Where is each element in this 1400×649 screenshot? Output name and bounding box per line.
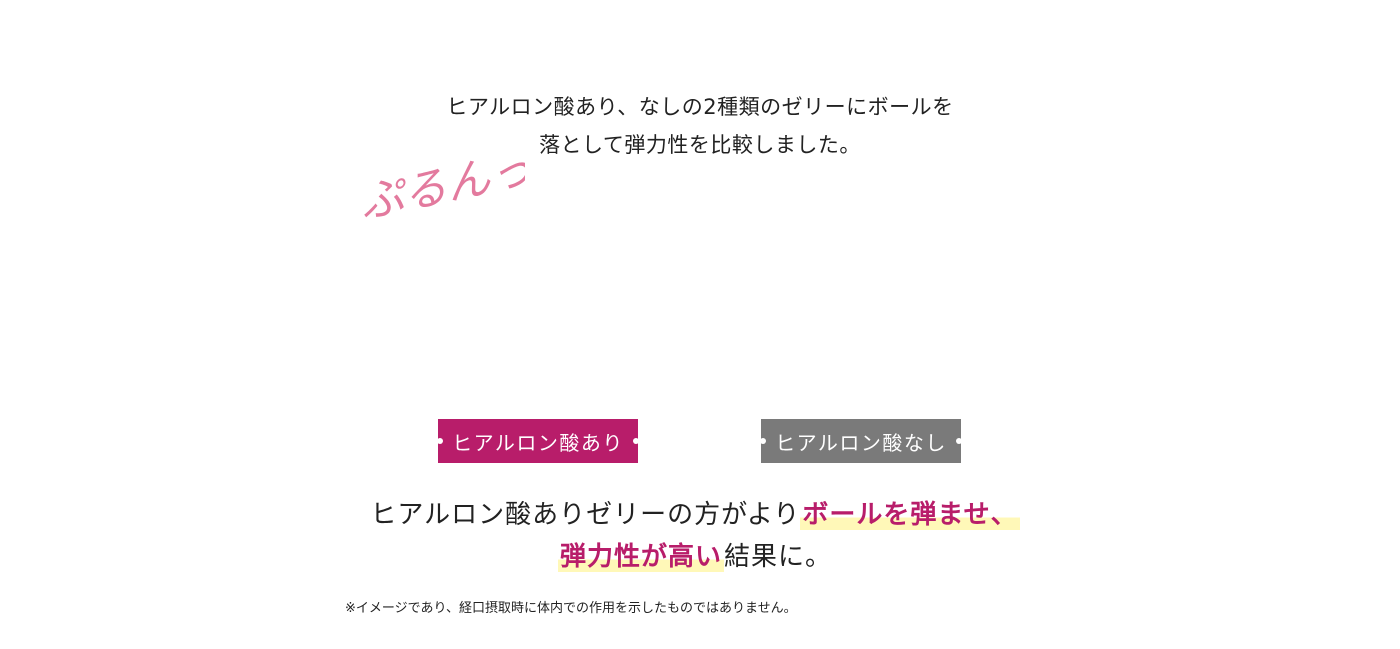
result-line-2-plain: 結果に。 bbox=[724, 542, 833, 572]
puru-onomatopoeia: ぷるんっ bbox=[355, 150, 525, 229]
intro-text: ヒアルロン酸あり、なしの2種類のゼリーにボールを 落として弾力性を比較しました。 bbox=[350, 88, 1050, 164]
label-with-text: ヒアルロン酸あり bbox=[452, 430, 624, 455]
label-dot-left bbox=[437, 438, 443, 444]
onomatopoeia-text: ぷるんっ bbox=[355, 150, 525, 229]
result-line-2: 弾力性が高い結果に。 bbox=[300, 536, 1090, 578]
label-without-text: ヒアルロン酸なし bbox=[775, 430, 947, 455]
disclaimer-note: ※イメージであり、経口摂取時に体内での作用を示したものではありません。 bbox=[345, 601, 797, 616]
label-dot-right bbox=[633, 438, 639, 444]
label-with-hyaluronic: ヒアルロン酸あり bbox=[437, 419, 639, 463]
intro-line-1: ヒアルロン酸あり、なしの2種類のゼリーにボールを bbox=[446, 95, 954, 119]
result-line-1: ヒアルロン酸ありゼリーの方がよりボールを弾ませ、 bbox=[300, 494, 1090, 536]
result-text: ヒアルロン酸ありゼリーの方がよりボールを弾ませ、 弾力性が高い結果に。 bbox=[300, 494, 1090, 578]
result-line-1-highlight: ボールを弾ませ、 bbox=[800, 500, 1020, 530]
result-line-1-plain: ヒアルロン酸ありゼリーの方がより bbox=[370, 500, 801, 530]
intro-line-2: 落として弾力性を比較しました。 bbox=[539, 133, 861, 157]
result-line-2-highlight: 弾力性が高い bbox=[557, 542, 724, 572]
label-dot-left bbox=[760, 438, 766, 444]
label-without-hyaluronic: ヒアルロン酸なし bbox=[760, 419, 962, 463]
label-dot-right bbox=[956, 438, 962, 444]
